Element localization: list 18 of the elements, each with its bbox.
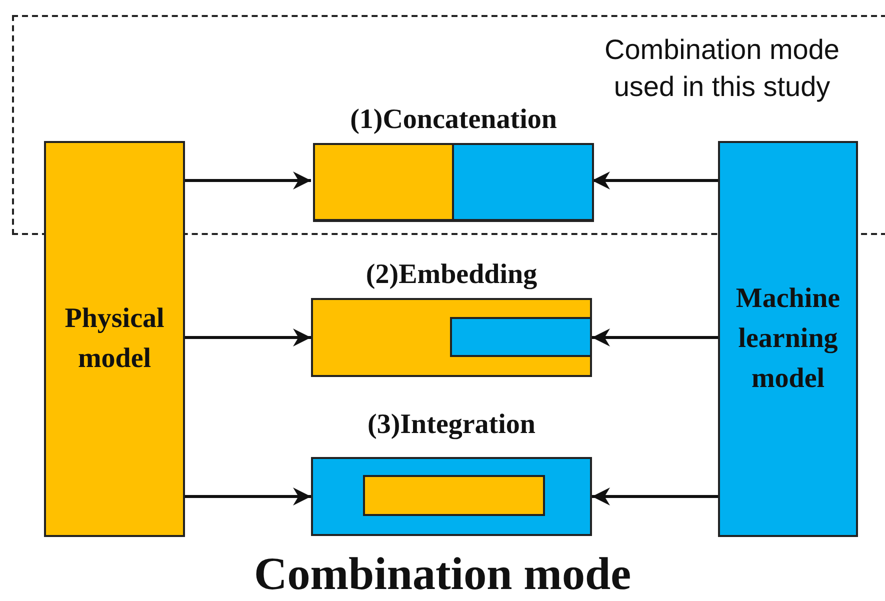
arrow	[185, 172, 311, 190]
model-block	[44, 141, 185, 537]
model-label: Machine learning model	[734, 282, 842, 396]
model-block	[718, 141, 858, 537]
mode-heading: (1)Concatenation	[350, 104, 557, 136]
component-block	[363, 475, 545, 516]
diagram-caption: Combination mode	[253, 548, 632, 600]
model-label: Physical model	[64, 302, 166, 376]
arrow	[592, 172, 718, 190]
arrow	[185, 488, 311, 506]
arrow	[592, 488, 718, 506]
region-label: Combination mode used in this study	[603, 33, 841, 104]
component-block	[452, 143, 594, 221]
mode-heading: (3)Integration	[368, 409, 536, 441]
component-block	[450, 317, 592, 357]
arrow	[185, 328, 311, 346]
arrow	[592, 328, 718, 346]
mode-heading: (2)Embedding	[366, 259, 538, 291]
